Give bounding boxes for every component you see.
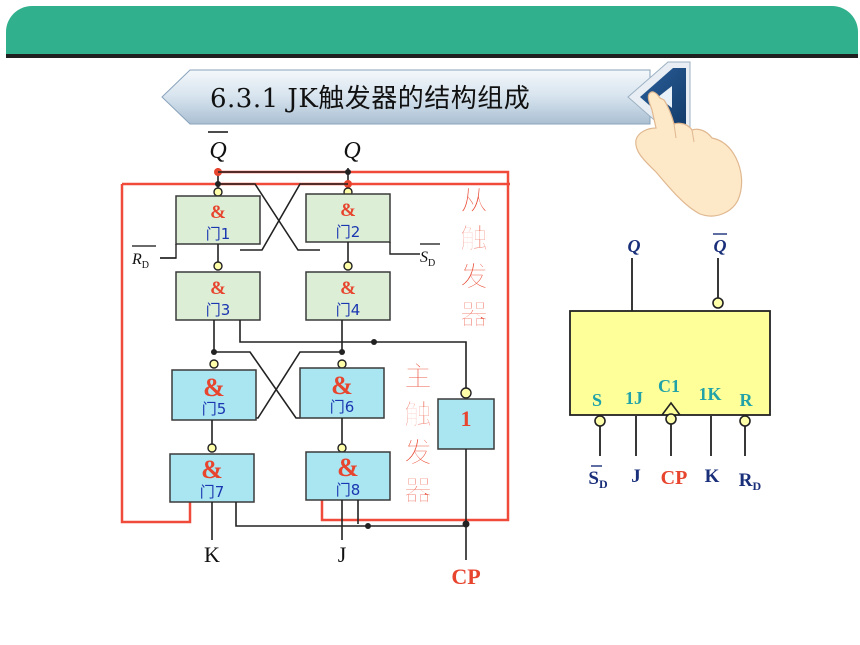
symbol-sd-label: SD xyxy=(588,468,608,491)
gate-3-symbol: & xyxy=(210,278,226,299)
slave-label-1: 从 xyxy=(460,184,488,217)
symbol-cp-label: CP xyxy=(661,467,688,489)
sd-label: SD xyxy=(420,249,435,269)
master-label-3: 发 xyxy=(403,436,432,469)
gate-7-label: 门7 xyxy=(200,483,225,501)
symbol-j-label: J xyxy=(631,466,641,487)
master-label-4: 器 xyxy=(403,474,433,507)
pin-c1-label: C1 xyxy=(658,376,680,396)
inverter-label: 1 xyxy=(461,406,472,431)
gate-5-symbol: & xyxy=(203,373,225,402)
gate-2 xyxy=(305,187,391,243)
q-output-label: Q xyxy=(343,138,360,164)
inverter-gate xyxy=(437,387,495,450)
slave-label-4: 器 xyxy=(459,298,489,331)
rd-label: RD xyxy=(131,251,149,271)
gate-3 xyxy=(175,271,261,321)
pin-s-label: S xyxy=(592,390,602,410)
slave-label-2: 触 xyxy=(460,222,488,255)
header-bar xyxy=(6,6,858,58)
k-input-label: K xyxy=(204,542,220,567)
gate-7-symbol: & xyxy=(201,455,223,484)
gate-2-symbol: & xyxy=(340,200,356,221)
pin-1k-label: 1K xyxy=(698,384,721,404)
master-label-2: 触 xyxy=(404,398,432,431)
symbol-rd-label: RD xyxy=(739,470,762,493)
gate-5 xyxy=(171,369,257,421)
symbol-q-label: Q xyxy=(628,236,641,256)
gate-8 xyxy=(305,451,391,501)
gate-8-symbol: & xyxy=(337,453,359,482)
pin-1j-label: 1J xyxy=(625,388,643,408)
cp-input-label: CP xyxy=(451,564,480,589)
gate-4-symbol: & xyxy=(340,278,356,299)
gate-6-label: 门6 xyxy=(330,398,355,416)
q-bar-output-label: Q xyxy=(209,138,226,164)
gate-6 xyxy=(299,367,385,419)
gate-2-label: 门2 xyxy=(336,223,361,241)
gate-4-label: 门4 xyxy=(336,301,361,319)
gate-6-symbol: & xyxy=(331,371,353,400)
gate-4 xyxy=(305,271,391,321)
gate-8-label: 门8 xyxy=(336,481,361,499)
pin-r-label: R xyxy=(740,390,754,410)
symbol-q-bar-label: Q xyxy=(714,236,727,256)
symbol-k-label: K xyxy=(705,466,720,487)
gate-3-label: 门3 xyxy=(206,301,231,319)
pointing-hand-icon xyxy=(635,91,743,217)
gate-1-label: 门1 xyxy=(206,225,231,243)
page-title: 6.3.1 JK触发器的结构组成 xyxy=(210,84,531,114)
gate-5-label: 门5 xyxy=(202,400,227,418)
gate-1-symbol: & xyxy=(210,202,226,223)
slave-label-3: 发 xyxy=(459,260,488,293)
master-label-1: 主 xyxy=(404,360,432,393)
j-input-label: J xyxy=(338,542,347,567)
